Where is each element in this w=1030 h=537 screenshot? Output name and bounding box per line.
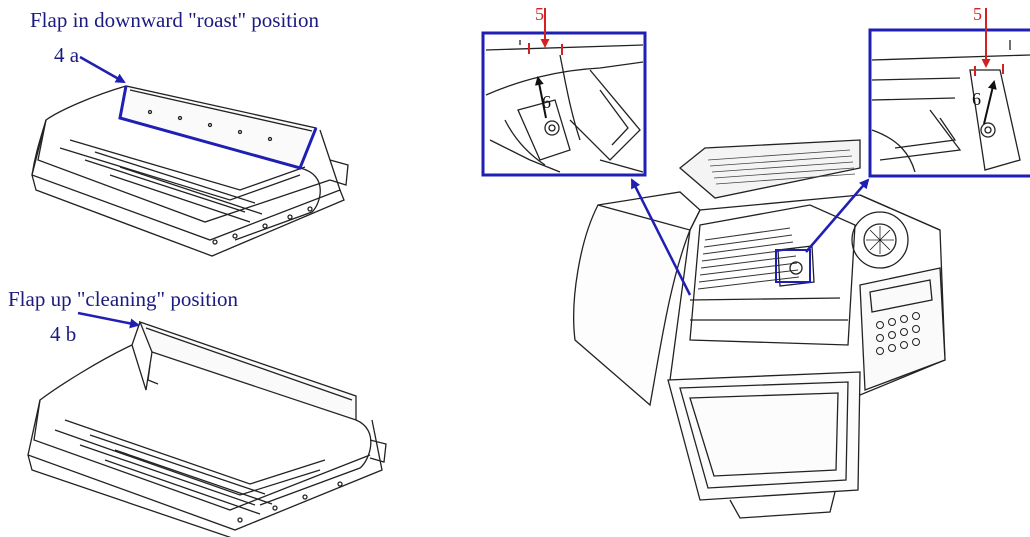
right-detail-marker-5: 5 [973, 4, 982, 24]
roast-callout-arrow [79, 55, 126, 84]
oven-drawing [573, 139, 946, 519]
right-detail-inset [868, 28, 1030, 178]
cleaning-position-caption: Flap up "cleaning" position [8, 287, 239, 311]
cleaning-tray-drawing [27, 320, 387, 537]
left-detail-inset [481, 31, 647, 177]
roast-position-caption: Flap in downward "roast" position [30, 8, 319, 32]
cleaning-callout-arrow [77, 311, 140, 329]
roast-tray-drawing [31, 85, 349, 257]
roast-position-tag: 4 a [54, 43, 80, 67]
left-detail-marker-5: 5 [535, 4, 544, 24]
left-detail-black-arrow [534, 76, 547, 119]
roast-flap-highlight [118, 85, 318, 170]
right-detail-link-arrow [805, 178, 870, 253]
left-detail-marker-6: 6 [542, 92, 551, 112]
cleaning-position-tag: 4 b [50, 322, 77, 346]
right-detail-marker-6: 6 [972, 89, 981, 109]
right-detail-black-arrow [983, 80, 997, 125]
oven-hinge-highlight [775, 249, 811, 283]
left-detail-link-arrow [630, 178, 692, 296]
